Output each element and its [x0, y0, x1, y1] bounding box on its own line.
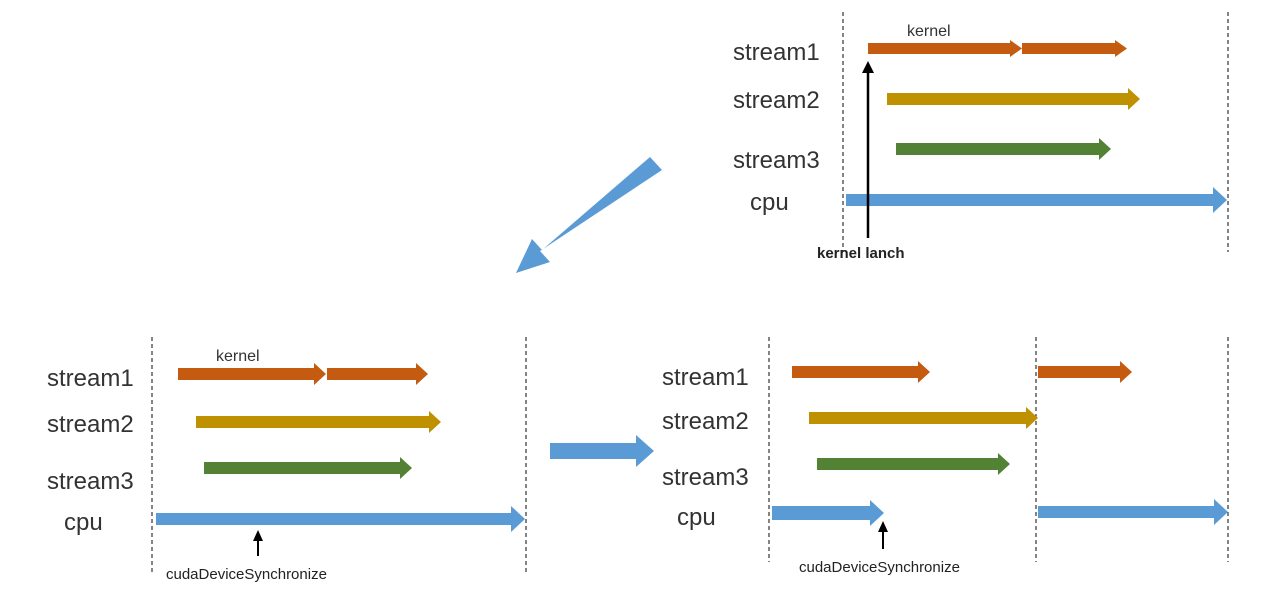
panel-top: stream1 stream2 stream3 cpu kernel kerne…: [733, 12, 1229, 262]
panel-bottom-right: stream1 stream2 stream3 cpu cudaDeviceSy…: [662, 337, 1229, 576]
bottom-left-label-stream1: stream1: [47, 365, 134, 392]
bottom-right-stream1-kernel-2: [1038, 361, 1132, 383]
top-kernel-label: kernel: [907, 23, 951, 40]
panel-bottom-left: stream1 stream2 stream3 cpu kernel cudaD…: [47, 337, 527, 583]
bottom-left-label-cpu: cpu: [64, 509, 103, 536]
bottom-left-stream1-kernel-1: [178, 363, 326, 385]
flow-arrow-diagonal: [516, 157, 662, 273]
bottom-left-label-stream3: stream3: [47, 468, 134, 495]
bottom-right-annotation-sync: cudaDeviceSynchronize: [799, 559, 960, 576]
top-stream2-kernel: [887, 88, 1140, 110]
bottom-left-cpu-bar: [156, 506, 525, 532]
bottom-left-stream2-kernel: [196, 411, 441, 433]
bottom-right-cpu-bar-1: [772, 500, 884, 526]
top-label-cpu: cpu: [750, 189, 789, 216]
bottom-left-label-stream2: stream2: [47, 411, 134, 438]
bottom-right-stream3-kernel: [817, 453, 1010, 475]
top-stream1-kernel-1: [868, 40, 1022, 57]
top-label-stream3: stream3: [733, 147, 820, 174]
bottom-left-sync-pointer: [253, 530, 263, 556]
bottom-right-stream2-kernel: [809, 407, 1038, 429]
bottom-left-kernel-label: kernel: [216, 348, 260, 365]
top-label-stream2: stream2: [733, 87, 820, 114]
bottom-left-annotation-sync: cudaDeviceSynchronize: [166, 566, 327, 583]
flow-arrow-horizontal: [550, 435, 654, 467]
bottom-right-label-stream3: stream3: [662, 464, 749, 491]
bottom-right-label-stream1: stream1: [662, 364, 749, 391]
top-label-stream1: stream1: [733, 39, 820, 66]
top-kernel-launch-pointer: [862, 61, 874, 238]
bottom-left-stream1-kernel-2: [327, 363, 428, 385]
top-stream3-kernel: [896, 138, 1111, 160]
bottom-right-label-stream2: stream2: [662, 408, 749, 435]
bottom-right-cpu-bar-2: [1038, 499, 1228, 525]
top-cpu-bar: [846, 187, 1227, 213]
bottom-right-sync-pointer: [878, 521, 888, 549]
top-stream1-kernel-2: [1022, 40, 1127, 57]
bottom-right-stream1-kernel-1: [792, 361, 930, 383]
top-annotation-kernel-lanch: kernel lanch: [817, 245, 905, 262]
bottom-right-label-cpu: cpu: [677, 504, 716, 531]
bottom-left-stream3-kernel: [204, 457, 412, 479]
